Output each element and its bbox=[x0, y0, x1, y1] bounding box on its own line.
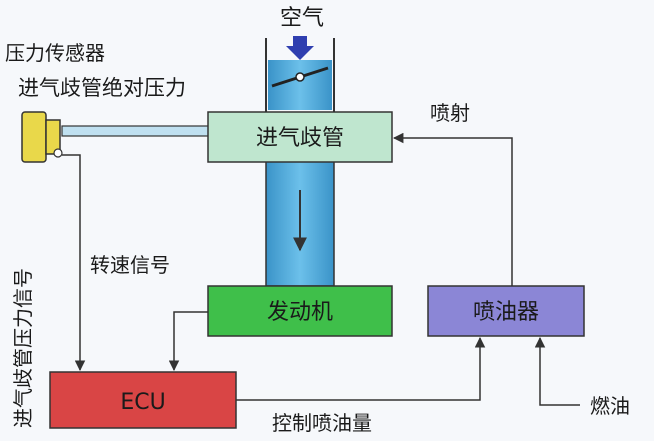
manifold-box bbox=[207, 111, 393, 163]
injection-line bbox=[392, 132, 513, 286]
sensor-neck bbox=[45, 119, 61, 155]
engine-box bbox=[207, 285, 393, 337]
sensor-pipe bbox=[61, 125, 211, 137]
sensor-body bbox=[21, 111, 47, 163]
fuel-line bbox=[534, 336, 580, 406]
speed-signal-line bbox=[168, 311, 208, 372]
pressure-signal-label: 进气歧管压力信号 bbox=[11, 268, 35, 428]
throttle-pivot bbox=[295, 72, 305, 82]
air-arrow bbox=[286, 36, 314, 60]
speed-signal-label: 转速信号 bbox=[90, 253, 170, 277]
control-line bbox=[236, 336, 486, 401]
pressure-sensor-label: 压力传感器 bbox=[5, 41, 105, 65]
sensor-connector bbox=[53, 148, 63, 158]
injector-label: 喷油器 bbox=[473, 300, 539, 325]
abs-pressure-label: 进气歧管绝对压力 bbox=[18, 76, 186, 100]
manifold-label: 进气歧管 bbox=[256, 126, 344, 151]
pressure-signal-line bbox=[62, 154, 86, 372]
air-inlet bbox=[265, 38, 335, 112]
fuel-label: 燃油 bbox=[590, 394, 630, 418]
injection-label: 喷射 bbox=[430, 101, 470, 125]
control-qty-label: 控制喷油量 bbox=[272, 411, 372, 435]
ecu-label: ECU bbox=[120, 390, 165, 415]
pressure-sensor bbox=[21, 111, 63, 163]
engine-label: 发动机 bbox=[267, 300, 333, 325]
air-label: 空气 bbox=[280, 6, 324, 31]
injector-box bbox=[427, 285, 585, 337]
